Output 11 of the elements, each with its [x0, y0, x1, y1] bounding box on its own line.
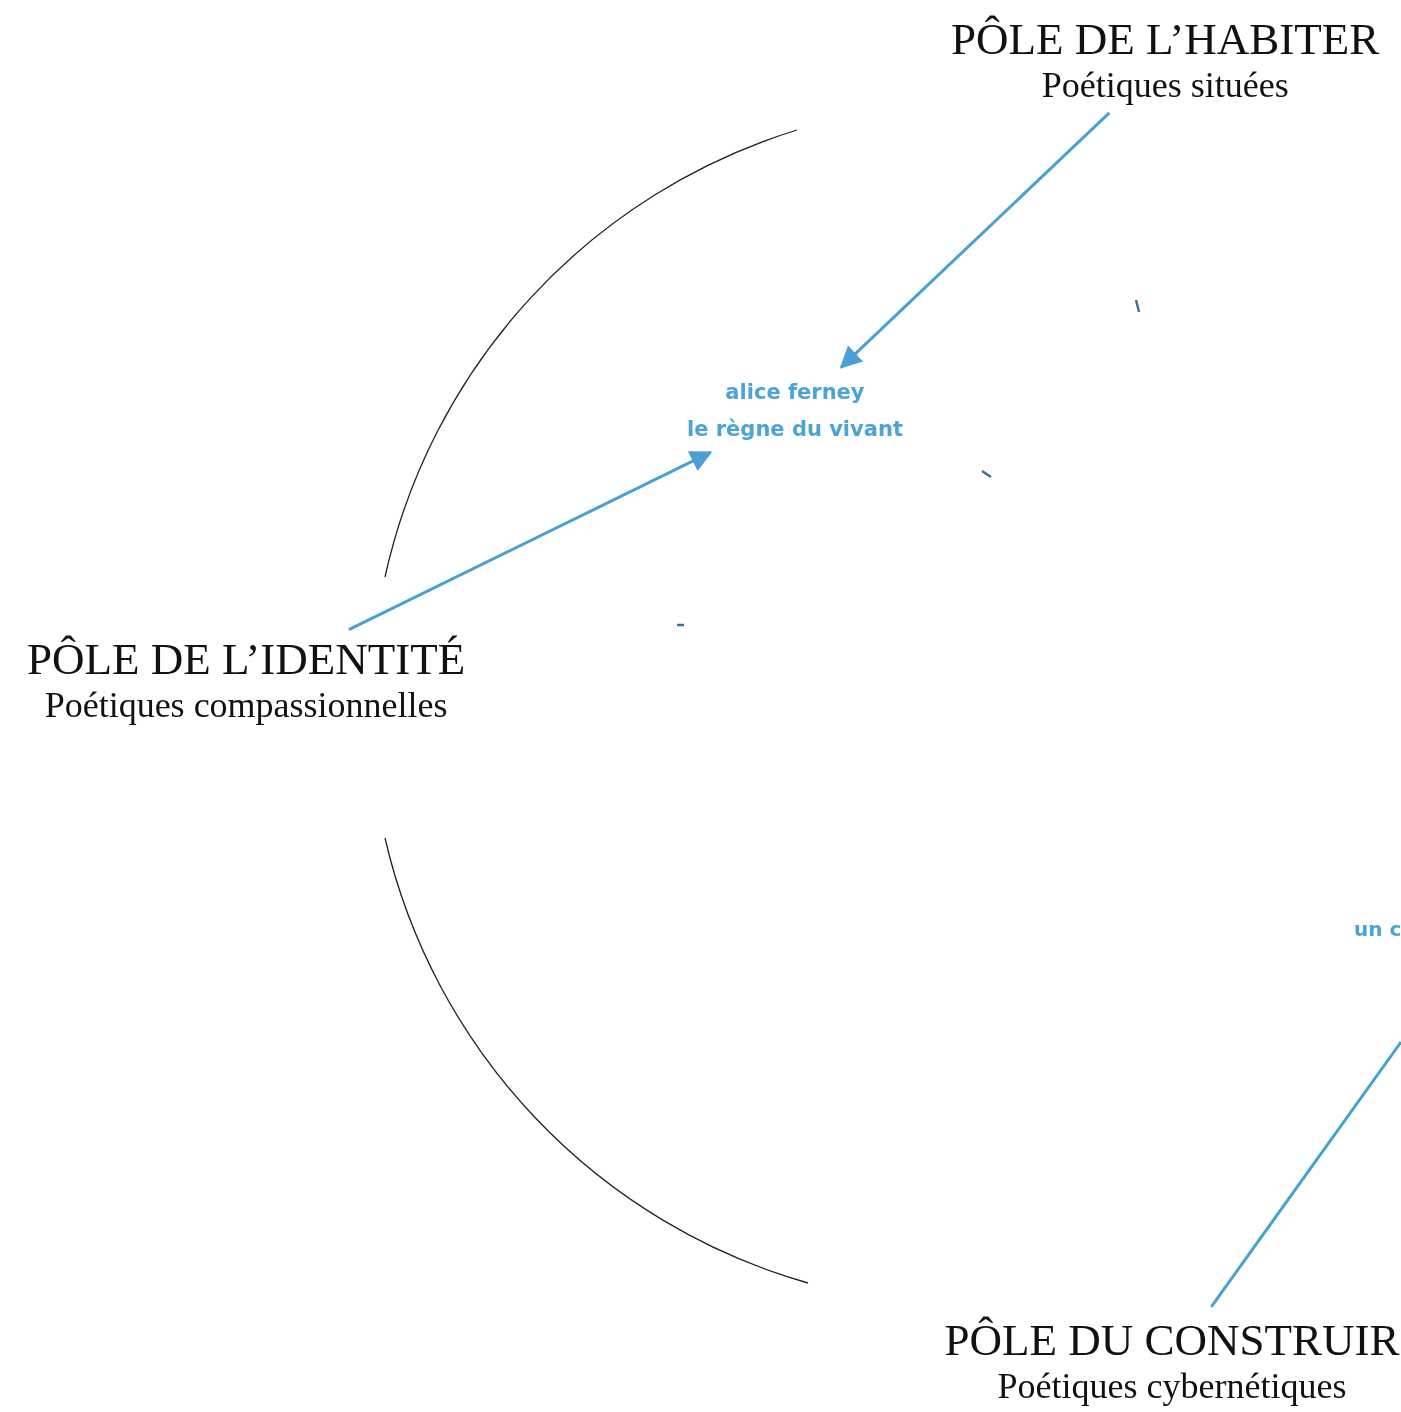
pole-title: PÔLE DE L’IDENTITÉ — [27, 634, 466, 684]
pole-title: PÔLE DU CONSTRUIR — [944, 1315, 1400, 1365]
pole-subtitle: Poétiques cybernétiques — [996, 1365, 1348, 1407]
work-title: le règne du vivant — [687, 416, 903, 443]
annotation-text: un c — [1354, 917, 1401, 941]
arrow — [348, 451, 713, 631]
pole-title: PÔLE DE L’HABITER — [951, 14, 1380, 64]
arrow — [839, 111, 1111, 369]
pole-subtitle: Poétiques compassionnelles — [43, 684, 449, 726]
pole-subtitle: Poétiques situées — [1040, 64, 1290, 106]
author-name: alice ferney — [724, 379, 866, 406]
